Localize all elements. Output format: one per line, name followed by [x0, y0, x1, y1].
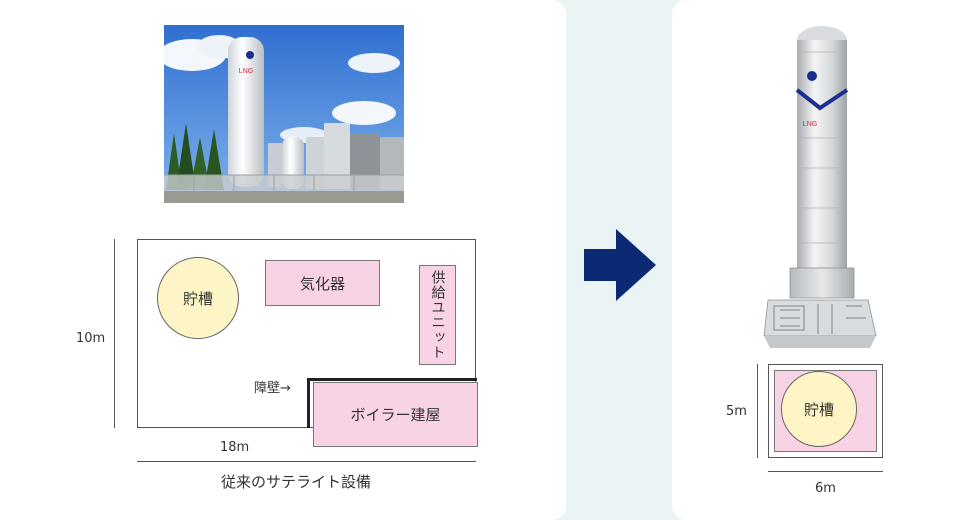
vaporizer: 気化器: [265, 260, 380, 306]
tower-marking: LNG: [803, 121, 817, 128]
height-dimension-line: [114, 239, 115, 428]
barrier-wall: [307, 378, 477, 428]
compact-width-label: 6m: [815, 481, 836, 496]
compact-storage-tank: 貯槽: [781, 371, 857, 447]
barrier-label: 障壁→: [254, 381, 291, 396]
width-dimension-line: [137, 461, 476, 462]
conventional-caption: 従来のサテライト設備: [221, 473, 372, 491]
supply-unit: 供給ユニット: [419, 265, 456, 365]
height-label: 10m: [76, 331, 106, 346]
facility-photo: LNG: [164, 25, 404, 203]
width-label: 18m: [220, 440, 250, 455]
compact-site-plan: 貯槽: [768, 364, 883, 458]
photo-tank-marking: LNG: [239, 68, 253, 75]
boiler-building: ボイラー建屋: [313, 382, 478, 447]
arrow-right-icon: [584, 229, 656, 305]
conventional-site-plan: 貯槽 気化器 供給ユニット 障壁→ ボイラー建屋: [137, 239, 478, 447]
storage-tank: 貯槽: [157, 257, 239, 339]
compact-width-dimension-line: [768, 471, 883, 472]
compact-height-label: 5m: [726, 404, 747, 419]
compact-height-dimension-line: [757, 364, 758, 458]
compact-lng-tower: LNG: [760, 18, 900, 362]
